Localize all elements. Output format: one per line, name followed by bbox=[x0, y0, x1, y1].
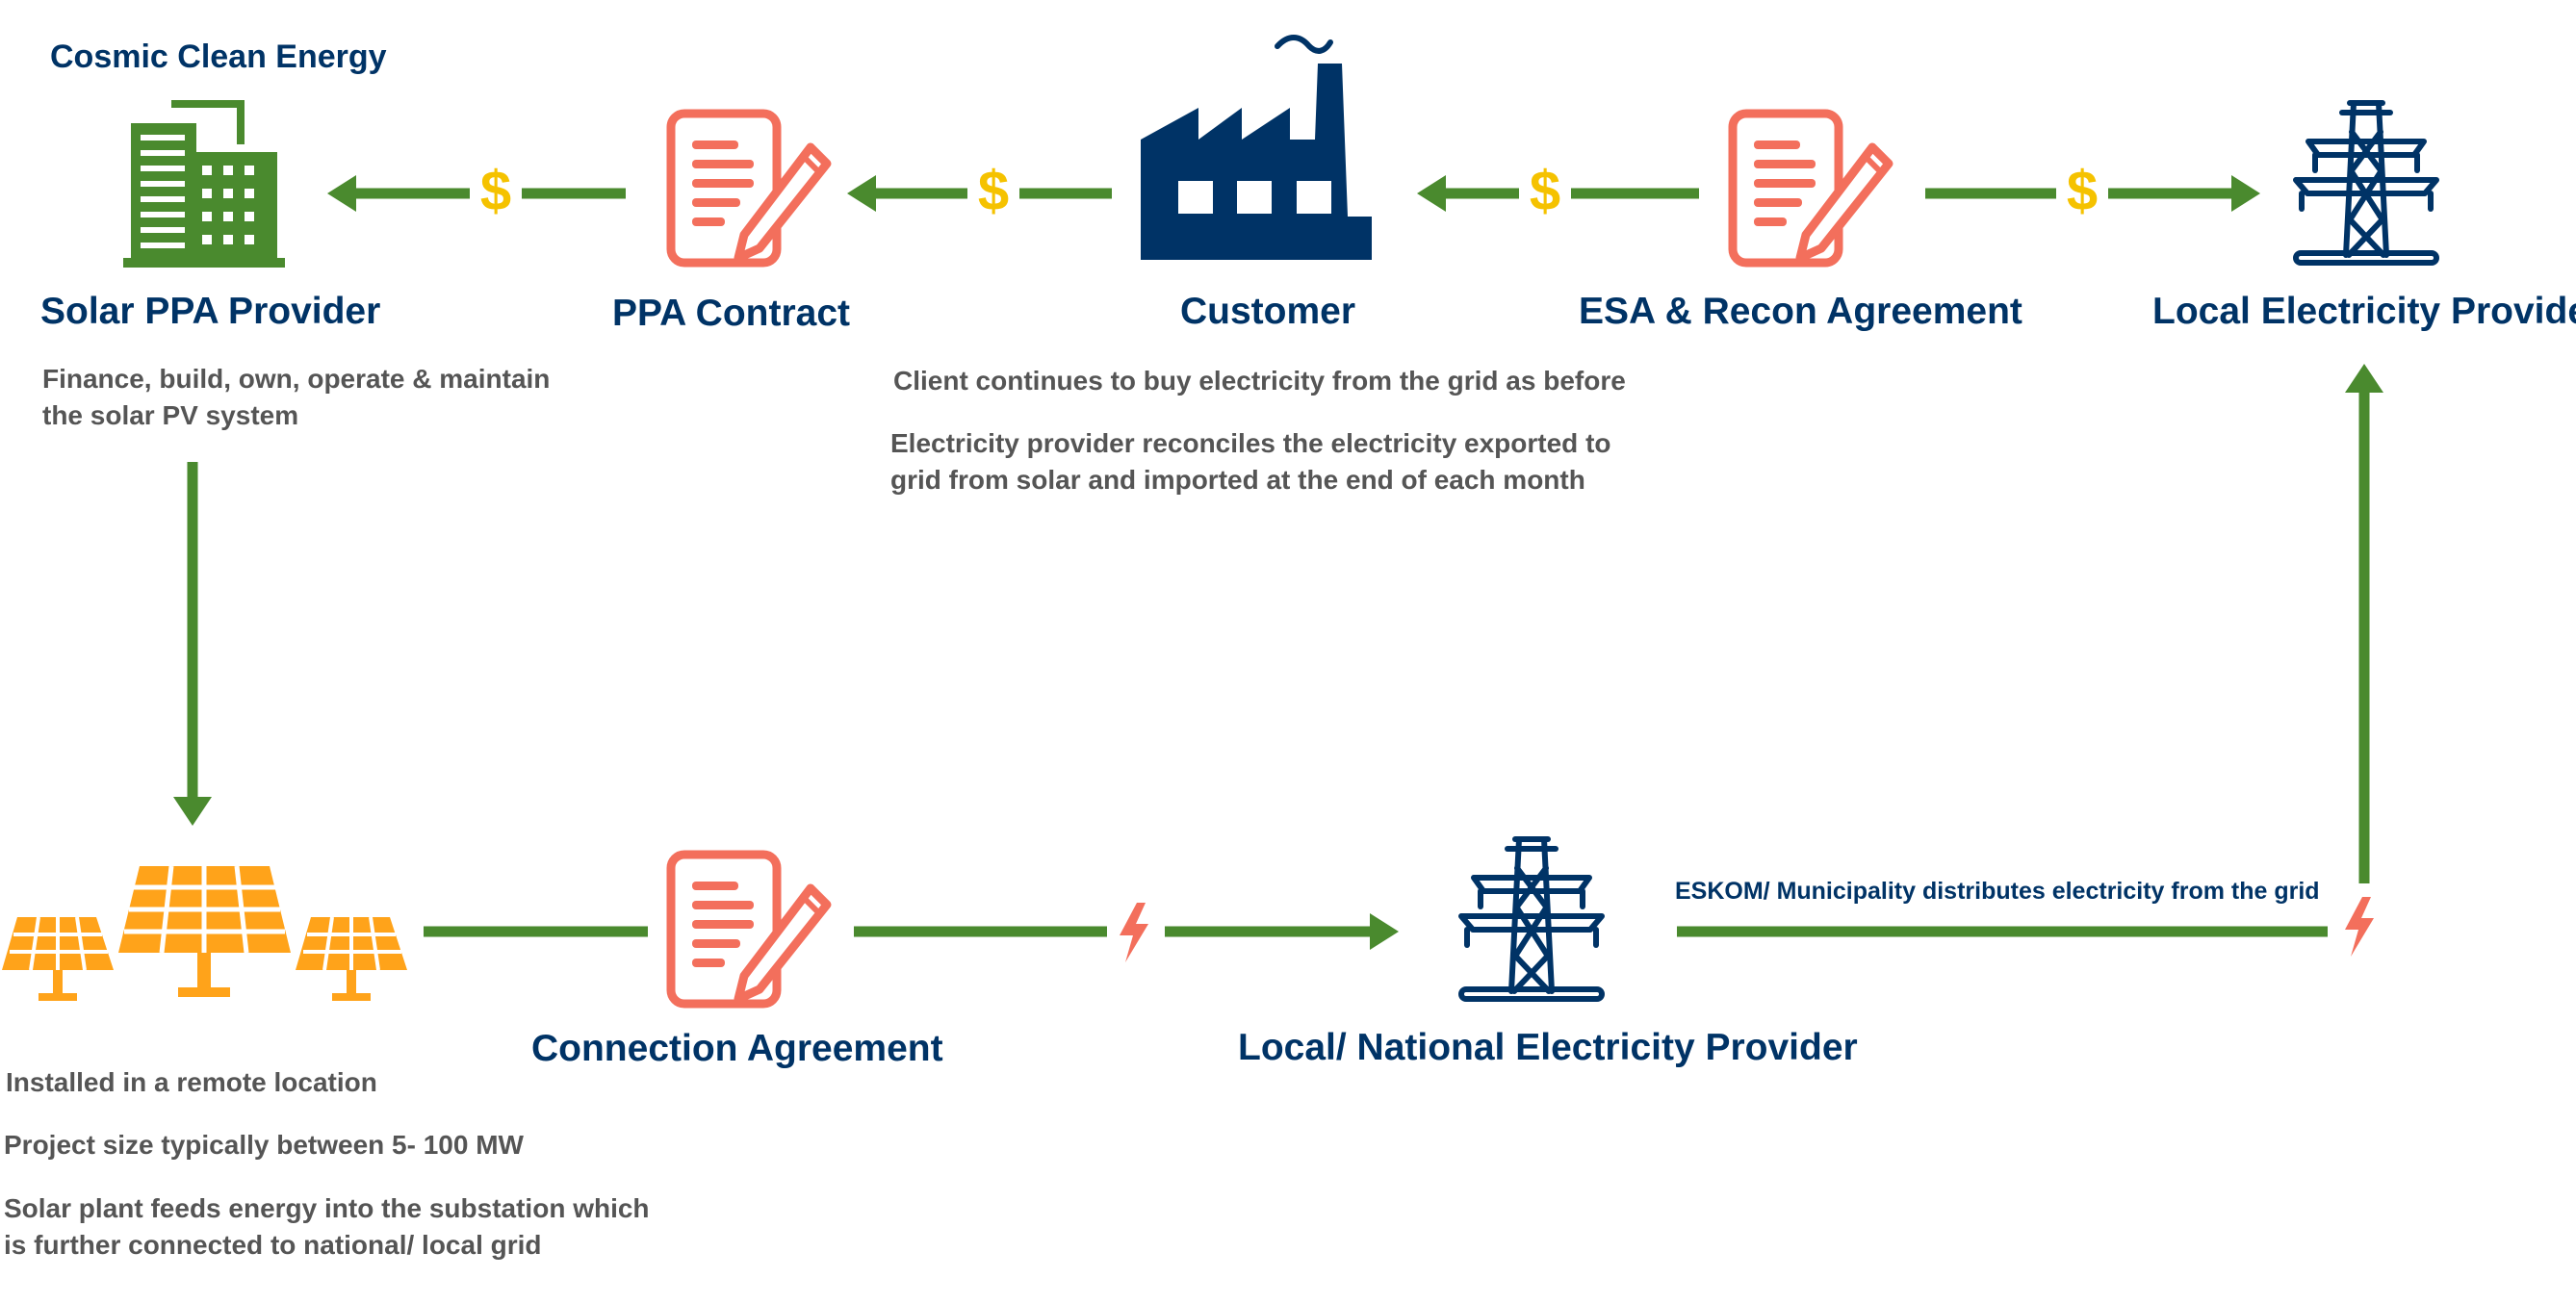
customer-description-buy: Client continues to buy electricity from… bbox=[893, 366, 1626, 396]
esa-recon-agreement-label: ESA & Recon Agreement bbox=[1579, 291, 2022, 332]
solar-panel-icon bbox=[2, 865, 407, 1001]
dollar-sign-icon: $ bbox=[1530, 160, 1560, 222]
arrow-grid-to-local-provider bbox=[2345, 364, 2383, 883]
customer-label: Customer bbox=[1180, 291, 1356, 332]
solar-plant-note-location: Installed in a remote location bbox=[6, 1067, 377, 1097]
factory-icon bbox=[1141, 35, 1372, 260]
arrow-esa-to-customer bbox=[1417, 173, 1699, 216]
transmission-tower-icon bbox=[1461, 839, 1602, 999]
ppa-contract-label: PPA Contract bbox=[612, 293, 851, 334]
contract-document-pen-icon bbox=[671, 855, 827, 1004]
dollar-sign-icon: $ bbox=[978, 160, 1009, 222]
national-electricity-provider-label: Local/ National Electricity Provider bbox=[1238, 1027, 1858, 1068]
solar-ppa-provider-label: Solar PPA Provider bbox=[40, 291, 381, 332]
dollar-sign-icon: $ bbox=[2067, 160, 2098, 222]
lightning-bolt-icon bbox=[2345, 897, 2374, 957]
arrow-provider-to-solar-plant bbox=[173, 462, 212, 826]
customer-description-reconcile: Electricity provider reconciles the elec… bbox=[890, 428, 1611, 495]
local-electricity-provider-label: Local Electricity Provider bbox=[2152, 291, 2576, 332]
brand-name: Cosmic Clean Energy bbox=[50, 38, 387, 75]
lightning-bolt-icon bbox=[1120, 903, 1148, 962]
arrow-ppa-to-provider bbox=[327, 173, 626, 216]
arrow-bolt-to-national-provider bbox=[1165, 913, 1399, 950]
solar-plant-note-substation: Solar plant feeds energy into the substa… bbox=[4, 1193, 650, 1260]
arrow-customer-to-ppa bbox=[847, 173, 1112, 216]
contract-document-pen-icon bbox=[1733, 114, 1889, 263]
transmission-tower-icon bbox=[2296, 103, 2436, 263]
grid-distribution-label: ESKOM/ Municipality distributes electric… bbox=[1675, 878, 2320, 905]
solar-ppa-provider-description: Finance, build, own, operate & maintain … bbox=[42, 364, 551, 430]
contract-document-pen-icon bbox=[671, 114, 827, 263]
solar-plant-note-size: Project size typically between 5- 100 MW bbox=[4, 1130, 524, 1160]
connection-agreement-label: Connection Agreement bbox=[531, 1028, 943, 1069]
arrow-esa-to-local-provider bbox=[1925, 173, 2260, 216]
dollar-sign-icon: $ bbox=[480, 160, 511, 222]
green-office-building-icon bbox=[123, 100, 285, 268]
